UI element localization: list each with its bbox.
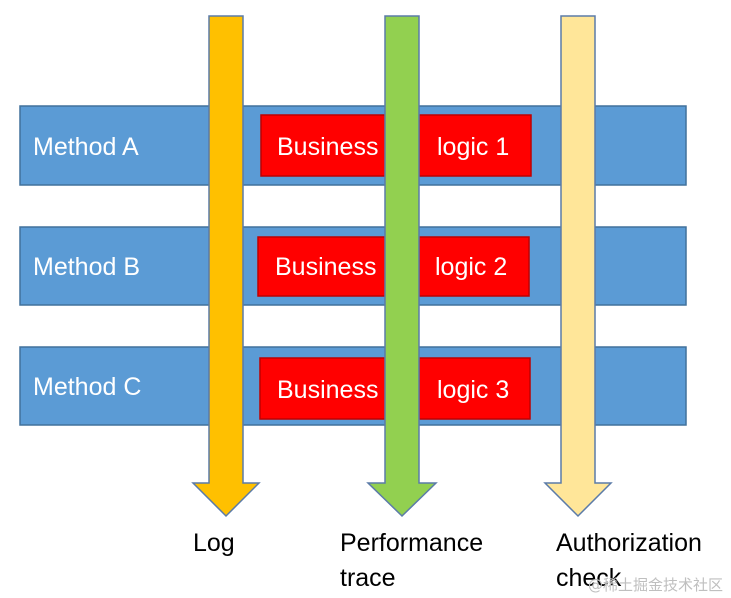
method-a-logic-text: logic 1 xyxy=(437,133,509,161)
method-b-label: Method B xyxy=(33,253,140,281)
method-c-business-box-right xyxy=(418,357,531,420)
authorization-label-line2: check xyxy=(556,564,622,592)
method-a-business-text: Business xyxy=(277,133,378,161)
method-a-business-box-right xyxy=(418,114,532,177)
performance-label-line1: Performance xyxy=(340,529,483,557)
performance-trace-arrow-icon xyxy=(366,15,438,518)
performance-label-line2: trace xyxy=(340,564,396,592)
method-c-label: Method C xyxy=(33,373,141,401)
watermark: @稀土掘金技术社区 xyxy=(588,576,723,594)
method-a-label: Method A xyxy=(33,133,139,161)
log-label: Log xyxy=(193,529,235,557)
method-c-business-text: Business xyxy=(277,376,378,404)
method-c-logic-text: logic 3 xyxy=(437,376,509,404)
authorization-check-arrow-icon xyxy=(543,15,613,518)
method-b-business-box-left xyxy=(257,236,387,297)
authorization-label-line1: Authorization xyxy=(556,529,702,557)
method-b-business-box-right xyxy=(418,236,530,297)
method-a-business-box-left xyxy=(260,114,387,177)
method-b-business-text: Business xyxy=(275,253,376,281)
log-arrow-icon xyxy=(191,15,261,518)
method-c-business-box-left xyxy=(259,357,387,420)
method-b-logic-text: logic 2 xyxy=(435,253,507,281)
